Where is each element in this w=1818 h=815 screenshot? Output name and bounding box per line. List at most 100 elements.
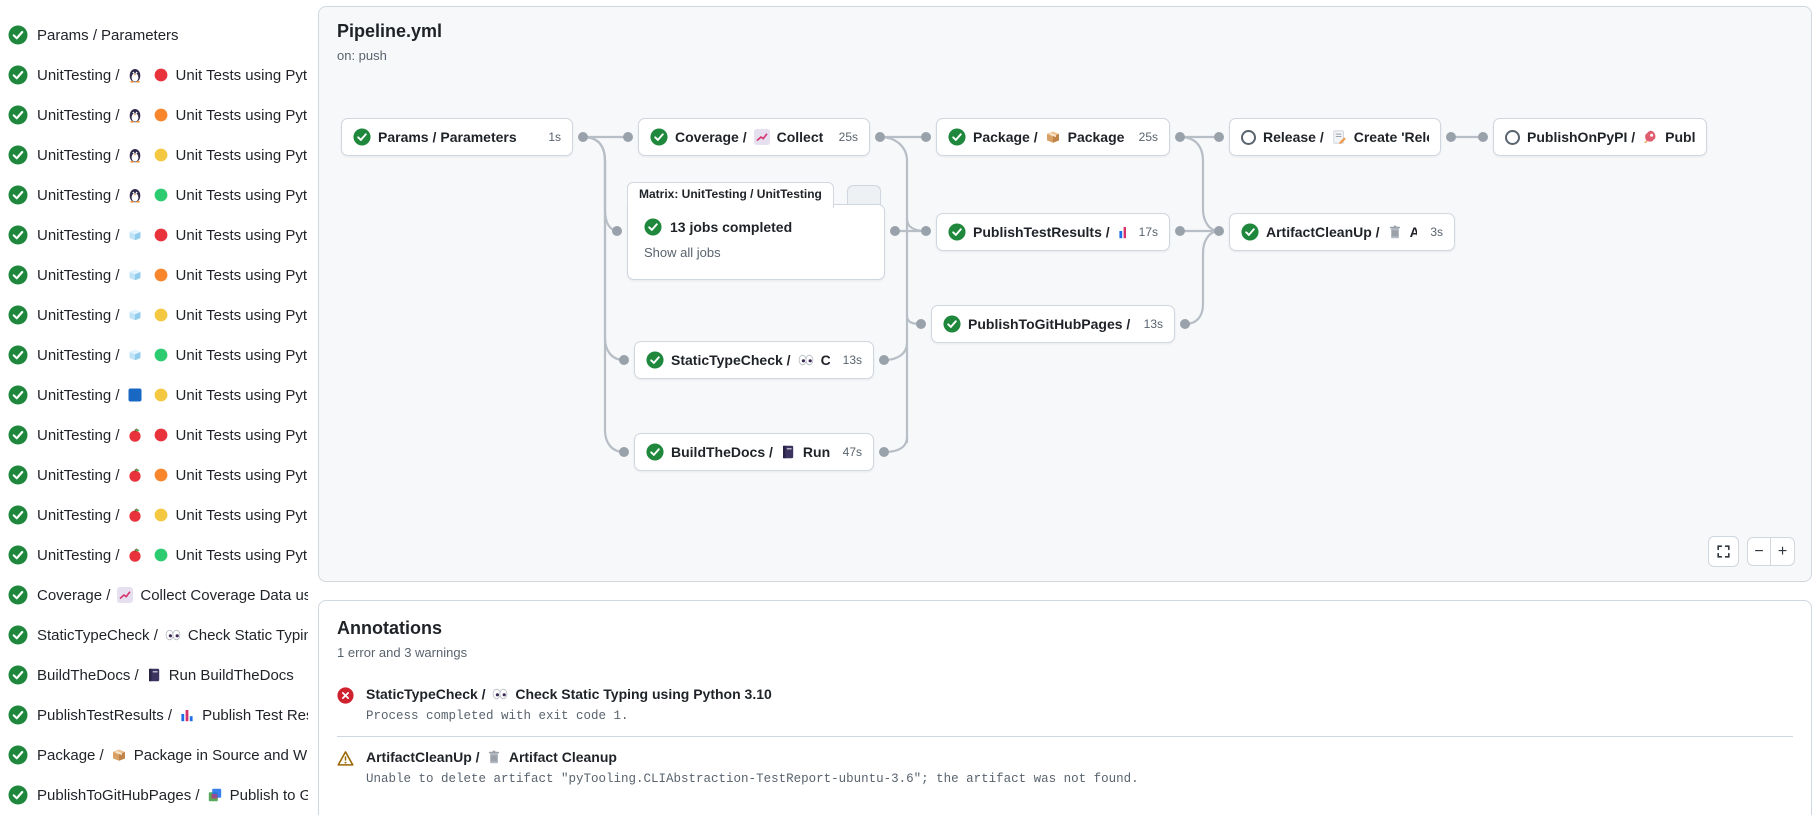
sidebar-job-item[interactable]: Coverage /Collect Coverage Data usi... [0, 575, 312, 615]
sidebar-job-item[interactable]: UnitTesting /Unit Tests using Pyth... [0, 55, 312, 95]
blue-book-icon [780, 444, 796, 460]
sidebar-job-item[interactable]: UnitTesting /Unit Tests using Pyth... [0, 295, 312, 335]
sidebar-job-item[interactable]: PublishTestResults /Publish Test Resu... [0, 695, 312, 735]
graph-node-package[interactable]: Package /Package in So...25s [936, 118, 1170, 156]
node-label: StaticTypeCheck /Chec... [671, 352, 830, 368]
error-icon [337, 687, 354, 704]
red-apple-icon [127, 467, 143, 483]
node-duration: 1s [548, 130, 561, 144]
annotations-list: StaticTypeCheck / Check Static Typing us… [337, 674, 1793, 799]
blue-book-icon [146, 667, 162, 683]
sidebar-job-label: UnitTesting /Unit Tests using Pyth... [37, 66, 308, 84]
red-circle-icon [153, 227, 169, 243]
matrix-tab-stub [847, 185, 881, 205]
orange-circle-icon [153, 267, 169, 283]
matrix-summary: 13 jobs completed [670, 219, 793, 235]
node-duration: 3s [1430, 225, 1443, 239]
green-circle-icon [153, 347, 169, 363]
penguin-icon [127, 67, 143, 83]
ice-cube-icon [127, 307, 143, 323]
yellow-circle-icon [153, 387, 169, 403]
sidebar-job-item[interactable]: UnitTesting /Unit Tests using Pyth... [0, 255, 312, 295]
matrix-group-card[interactable]: 13 jobs completed Show all jobs [627, 204, 885, 280]
sidebar-job-item[interactable]: Params /Parameters [0, 15, 312, 55]
check-success-icon [8, 545, 28, 565]
check-success-icon [8, 185, 28, 205]
red-apple-icon [127, 547, 143, 563]
sidebar-job-label: UnitTesting /Unit Tests using Pyth... [37, 426, 308, 444]
graph-node-release[interactable]: Release /Create 'Release P... [1229, 118, 1441, 156]
red-circle-icon [153, 427, 169, 443]
check-success-icon [646, 443, 664, 461]
warning-icon [337, 750, 354, 767]
pipeline-title: Pipeline.yml [337, 21, 443, 41]
sidebar-job-label: UnitTesting /Unit Tests using Pyth... [37, 106, 308, 124]
yellow-circle-icon [153, 147, 169, 163]
sidebar-job-item[interactable]: Package /Package in Source and Wh... [0, 735, 312, 775]
sidebar-job-item[interactable]: PublishToGitHubPages /Publish to G... [0, 775, 312, 815]
check-success-icon [646, 351, 664, 369]
sidebar-job-label: UnitTesting /Unit Tests using Pyth... [37, 546, 308, 564]
annotation-error-row: StaticTypeCheck / Check Static Typing us… [337, 674, 1793, 736]
sidebar-job-item[interactable]: UnitTesting /Unit Tests using Pyth... [0, 535, 312, 575]
graph-node-publishonpypi[interactable]: PublishOnPyPI /Publish to ... [1493, 118, 1707, 156]
skipped-status-icon [1241, 129, 1256, 145]
sidebar-job-item[interactable]: UnitTesting /Unit Tests using Pyth... [0, 415, 312, 455]
annotation-message: Process completed with exit code 1. [366, 709, 629, 723]
sidebar-job-item[interactable]: BuildTheDocs /Run BuildTheDocs [0, 655, 312, 695]
sidebar-job-item[interactable]: UnitTesting /Unit Tests using Pyth... [0, 95, 312, 135]
zoom-out-button[interactable]: − [1748, 538, 1771, 565]
node-duration: 13s [1143, 317, 1163, 331]
annotation-title[interactable]: ArtifactCleanUp / Artifact Cleanup [366, 749, 617, 765]
penguin-icon [127, 187, 143, 203]
sidebar-job-item[interactable]: UnitTesting /Unit Tests using Pyth... [0, 175, 312, 215]
sidebar-job-item[interactable]: UnitTesting /Unit Tests using Pyth... [0, 375, 312, 415]
annotations-summary: 1 error and 3 warnings [337, 645, 468, 660]
sidebar-job-label: UnitTesting /Unit Tests using Pyth... [37, 146, 308, 164]
annotations-title: Annotations [337, 618, 442, 638]
sidebar-job-item[interactable]: UnitTesting /Unit Tests using Pyth... [0, 455, 312, 495]
fullscreen-button[interactable] [1708, 536, 1739, 567]
node-label: PublishTestResults /Pu... [973, 224, 1126, 240]
sidebar-job-item[interactable]: UnitTesting /Unit Tests using Pyth... [0, 135, 312, 175]
sidebar-job-item[interactable]: StaticTypeCheck /Check Static Typing... [0, 615, 312, 655]
skipped-status-icon [1505, 129, 1520, 145]
graph-node-publishtogithubpages[interactable]: PublishToGitHubPages /...13s [931, 305, 1175, 343]
sidebar-job-item[interactable]: UnitTesting /Unit Tests using Pyth... [0, 335, 312, 375]
show-all-jobs-link[interactable]: Show all jobs [644, 245, 721, 260]
chart-increasing-icon [753, 129, 770, 145]
sidebar-job-item[interactable]: UnitTesting /Unit Tests using Pyth... [0, 215, 312, 255]
sidebar-job-item[interactable]: UnitTesting /Unit Tests using Pyth... [0, 495, 312, 535]
annotation-title[interactable]: StaticTypeCheck / Check Static Typing us… [366, 686, 772, 702]
node-label: ArtifactCleanUp /Artifac... [1266, 224, 1417, 240]
graph-node-coverage[interactable]: Coverage /Collect Cove...25s [638, 118, 870, 156]
green-circle-icon [153, 547, 169, 563]
graph-node-artifactcleanup[interactable]: ArtifactCleanUp /Artifac... 3s [1229, 213, 1455, 251]
sidebar-job-label: UnitTesting /Unit Tests using Pyth... [37, 226, 308, 244]
sidebar-job-label: StaticTypeCheck /Check Static Typing... [37, 626, 308, 644]
check-success-icon [943, 315, 961, 333]
sidebar-job-label: UnitTesting /Unit Tests using Pyth... [37, 386, 308, 404]
sidebar-job-label: UnitTesting /Unit Tests using Pyth... [37, 466, 308, 484]
check-success-icon [948, 128, 966, 146]
check-success-icon [8, 305, 28, 325]
zoom-in-button[interactable]: + [1777, 542, 1788, 560]
sidebar-job-label: PublishTestResults /Publish Test Resu... [37, 706, 308, 724]
graph-node-statictypecheck[interactable]: StaticTypeCheck /Chec...13s [634, 341, 874, 379]
red-circle-icon [153, 67, 169, 83]
check-success-icon [8, 265, 28, 285]
node-label: BuildTheDocs /Run Buil... [671, 444, 830, 460]
graph-node-buildthedocs[interactable]: BuildTheDocs /Run Buil...47s [634, 433, 874, 471]
yellow-circle-icon [153, 307, 169, 323]
node-duration: 25s [1138, 130, 1158, 144]
node-duration: 17s [1138, 225, 1158, 239]
red-apple-icon [127, 507, 143, 523]
graph-zoom-controls: − + [1708, 536, 1795, 567]
fullscreen-icon [1715, 543, 1732, 560]
graph-node-publishtestresults[interactable]: PublishTestResults /Pu... 17s [936, 213, 1170, 251]
package-icon [111, 747, 127, 763]
